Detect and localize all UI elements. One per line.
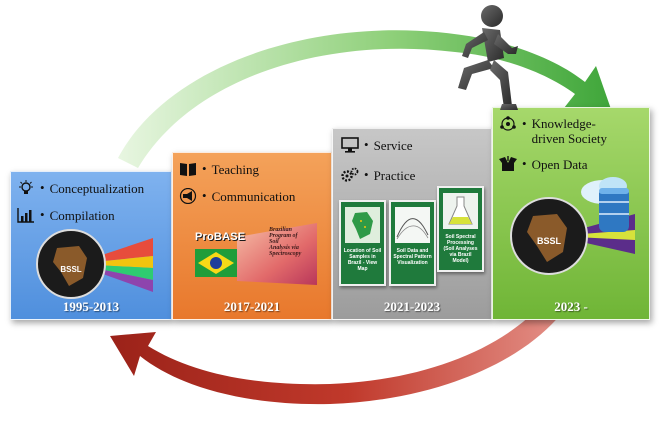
panel-1995-2013: •Conceptualization •Compilation BSSL 199… [10, 171, 172, 320]
panel4-item-label-line2: driven Society [531, 131, 608, 146]
panel1-item-conceptualization: •Conceptualization [17, 180, 144, 196]
bssl-logo: BSSL [36, 229, 153, 299]
probase-logo [195, 223, 317, 285]
bssl-cloud-logo: BSSL [510, 177, 635, 275]
period-label: 2017-2021 [223, 299, 281, 314]
megaphone-icon [179, 188, 197, 204]
spectra-thumbnail [395, 207, 430, 243]
book-icon [180, 163, 196, 176]
card-soil-location-map[interactable]: Location of Soil Samples in Brazil - Vie… [339, 200, 386, 286]
panel4-item-knowledge: • Knowledge- driven Society [499, 116, 607, 146]
period-label: 2023 - [554, 299, 588, 314]
panel1-item-label: Compilation [49, 207, 115, 223]
panel3-item-service: •Service [341, 137, 413, 153]
card-spectral-processing[interactable]: Soil Spectral Processing (Soil Analyses … [437, 186, 484, 272]
panel3-item-label: Service [373, 137, 413, 153]
card-label: Location of Soil Samples in Brazil - Vie… [343, 248, 382, 272]
open-box-icon [499, 156, 517, 171]
panel3-item-label: Practice [373, 167, 416, 183]
panel2-item-label: Teaching [211, 161, 260, 177]
bottom-arrow-body [110, 262, 586, 405]
probase-title: ProBASE [195, 231, 246, 243]
monitor-icon [341, 137, 359, 153]
bssl-logo-text: BSSL [60, 265, 81, 274]
panel4-item-label: Knowledge- [531, 116, 596, 131]
panel-2017-2021: •Teaching •Communication ProBASE [172, 152, 332, 320]
panel1-item-label: Conceptualization [49, 180, 145, 196]
probase-subtitle: Brazilian Program of Soil Analysis via S… [269, 227, 301, 257]
card-spectral-visualization[interactable]: Soil Data and Spectral Pattern Visualiza… [389, 200, 436, 286]
card-label: Soil Spectral Processing (Soil Analyses … [443, 234, 478, 264]
card-label: Soil Data and Spectral Pattern Visualiza… [393, 248, 432, 266]
panel-2023: • Knowledge- driven Society •Open Data [492, 107, 650, 320]
probase-line: Analysis via [269, 245, 299, 251]
map-thumbnail [345, 207, 380, 243]
network-people-icon [500, 116, 516, 131]
climbing-person-icon [458, 5, 518, 110]
flask-thumbnail [443, 193, 478, 229]
panel1-item-compilation: •Compilation [17, 207, 115, 223]
top-arrow-body [118, 30, 612, 168]
lightbulb-icon [19, 180, 33, 194]
period-label: 2021-2023 [383, 299, 441, 314]
bar-chart-icon [17, 208, 34, 223]
gears-icon [341, 167, 359, 182]
bssl-logo-text: BSSL [537, 236, 562, 246]
panel2-item-label: Communication [211, 188, 296, 204]
panel4-item-label: Open Data [531, 156, 588, 172]
probase-line: Brazilian [269, 227, 293, 233]
panel4-item-open-data: •Open Data [499, 156, 588, 172]
probase-line: Spectroscopy [269, 251, 302, 257]
panel3-item-practice: •Practice [341, 167, 415, 183]
probase-line: Soil [269, 239, 279, 245]
probase-line: Program of [269, 233, 298, 239]
panel2-item-teaching: •Teaching [179, 161, 259, 177]
panel2-item-communication: •Communication [179, 188, 295, 204]
period-label: 1995-2013 [62, 299, 120, 314]
